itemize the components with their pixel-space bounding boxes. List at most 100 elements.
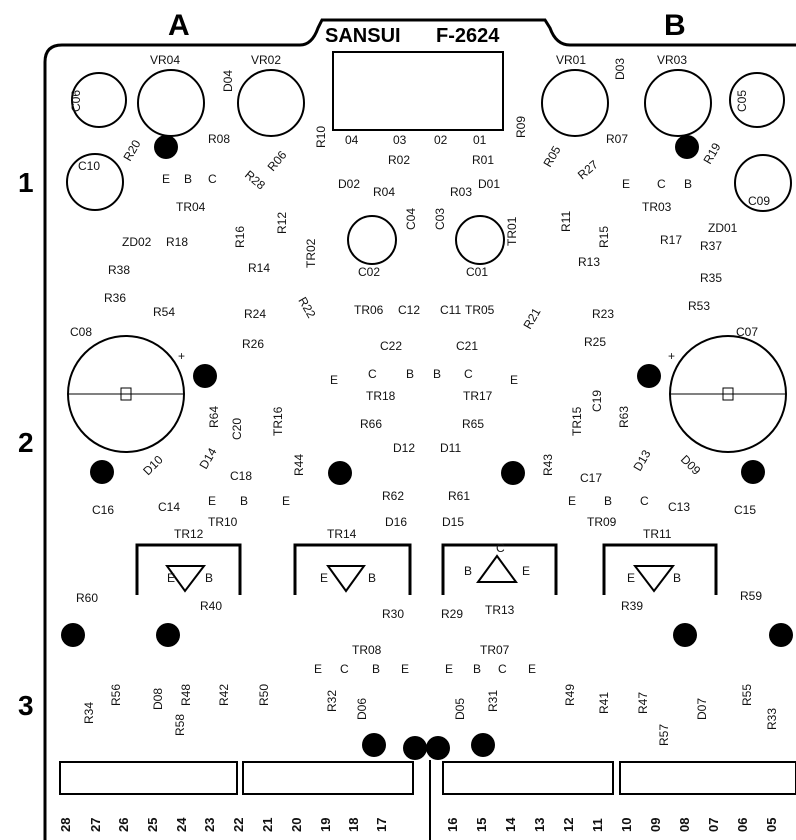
r19-label: R19	[700, 140, 723, 166]
r23-label: R23	[592, 307, 614, 321]
r65-label: R65	[462, 417, 484, 431]
pin-letter-25: E	[627, 571, 635, 585]
c19-label: C19	[590, 390, 604, 412]
vr02-label: VR02	[251, 53, 281, 67]
c22-label: C22	[380, 339, 402, 353]
board-outline	[43, 18, 796, 840]
r42-label: R42	[217, 684, 231, 706]
c11-label: C11	[440, 303, 461, 317]
r02-label: R02	[388, 153, 410, 167]
r61-label: R61	[448, 489, 470, 503]
d13-label: D13	[630, 447, 653, 473]
brand-label: SANSUI	[325, 25, 401, 47]
connector-top	[332, 51, 504, 131]
connector-block-1	[59, 761, 238, 795]
pin-letter-10: C	[464, 367, 473, 381]
r11-label: R11	[559, 211, 573, 232]
r03-label: R03	[450, 185, 472, 199]
d14-label: D14	[196, 445, 219, 471]
pin-21: 21	[260, 818, 275, 832]
r62-label: R62	[382, 489, 404, 503]
pin-letter-4: C	[657, 177, 666, 191]
c12-label: C12	[398, 303, 420, 317]
r63-label: R63	[617, 406, 631, 428]
zd01-label: ZD01	[708, 221, 738, 235]
tr11-outline	[602, 543, 718, 595]
pin-letter-8: B	[406, 367, 414, 381]
d12-label: D12	[393, 441, 415, 455]
tr12-outline	[135, 543, 242, 595]
r07-label: R07	[606, 132, 628, 146]
pin-22: 22	[231, 818, 246, 832]
pin-letter-3: E	[622, 177, 630, 191]
pin-13: 13	[532, 818, 547, 832]
r18-label: R18	[166, 235, 188, 249]
r56-label: R56	[109, 684, 123, 706]
d08-label: D08	[151, 688, 165, 710]
pin-18: 18	[346, 818, 361, 832]
r49-label: R49	[563, 684, 577, 706]
r08-label: R08	[208, 132, 230, 146]
pin-26: 26	[116, 818, 131, 832]
pin-17: 17	[374, 818, 389, 832]
d06-label: D06	[355, 698, 369, 720]
vr01-label: VR01	[556, 53, 586, 67]
r58-label: R58	[173, 714, 187, 736]
r44-label: R44	[292, 454, 306, 476]
d16-label: D16	[385, 515, 407, 529]
pin-letter-19: B	[205, 571, 213, 585]
c01-label: C01	[466, 265, 488, 279]
r38-label: R38	[108, 263, 130, 277]
conn-pin-02: 02	[434, 133, 448, 147]
pin-letter-27: E	[314, 662, 322, 676]
pin-letter-7: C	[368, 367, 377, 381]
channel-b-label: B	[664, 9, 686, 42]
r05-label: R05	[540, 143, 563, 169]
tr02-label: TR02	[304, 238, 318, 268]
r37-label: R37	[700, 239, 722, 253]
c16-label: C16	[92, 503, 114, 517]
r35-label: R35	[700, 271, 722, 285]
pin-letter-12: E	[208, 494, 216, 508]
r17-label: R17	[660, 233, 682, 247]
tr17-label: TR17	[463, 389, 493, 403]
r14-label: R14	[248, 261, 270, 275]
pin-letter-16: B	[604, 494, 612, 508]
tr01-label: TR01	[505, 216, 519, 246]
tr11-label: TR11	[643, 527, 672, 541]
tr12-label: TR12	[174, 527, 204, 541]
tr05-label: TR05	[465, 303, 495, 317]
pin-letter-32: B	[473, 662, 481, 676]
r25-label: R25	[584, 335, 606, 349]
tr16-label: TR16	[271, 406, 285, 436]
tr10-label: TR10	[208, 515, 238, 529]
pin-09: 09	[648, 818, 663, 832]
pin-letter-20: E	[320, 571, 328, 585]
pin-letter-18: E	[167, 571, 175, 585]
channel-a-label: A	[168, 9, 190, 42]
pin-letter-23: C	[496, 541, 505, 555]
pin-06: 06	[735, 818, 750, 832]
c14-label: C14	[158, 500, 180, 514]
r24-label: R24	[244, 307, 266, 321]
r39-label: R39	[621, 599, 643, 613]
r20-label: R20	[120, 137, 143, 163]
connector-block-4	[619, 761, 796, 795]
zd02-label: ZD02	[122, 235, 152, 249]
r06-label: R06	[265, 148, 290, 174]
c04-label: C04	[404, 208, 418, 230]
d07-label: D07	[695, 698, 709, 720]
pin-letter-0: E	[162, 172, 170, 186]
r64-label: R64	[207, 406, 221, 428]
r55-label: R55	[740, 684, 754, 706]
tr18-label: TR18	[366, 389, 396, 403]
d01-label: D01	[478, 177, 500, 191]
tr06-label: TR06	[354, 303, 384, 317]
pin-letter-21: B	[368, 571, 376, 585]
c06-label: C06	[69, 90, 83, 112]
c08-label: C08	[70, 325, 92, 339]
r48-label: R48	[179, 684, 193, 706]
d04-label: D04	[221, 70, 235, 92]
r16-label: R16	[233, 226, 247, 248]
d11-label: D11	[440, 441, 461, 455]
